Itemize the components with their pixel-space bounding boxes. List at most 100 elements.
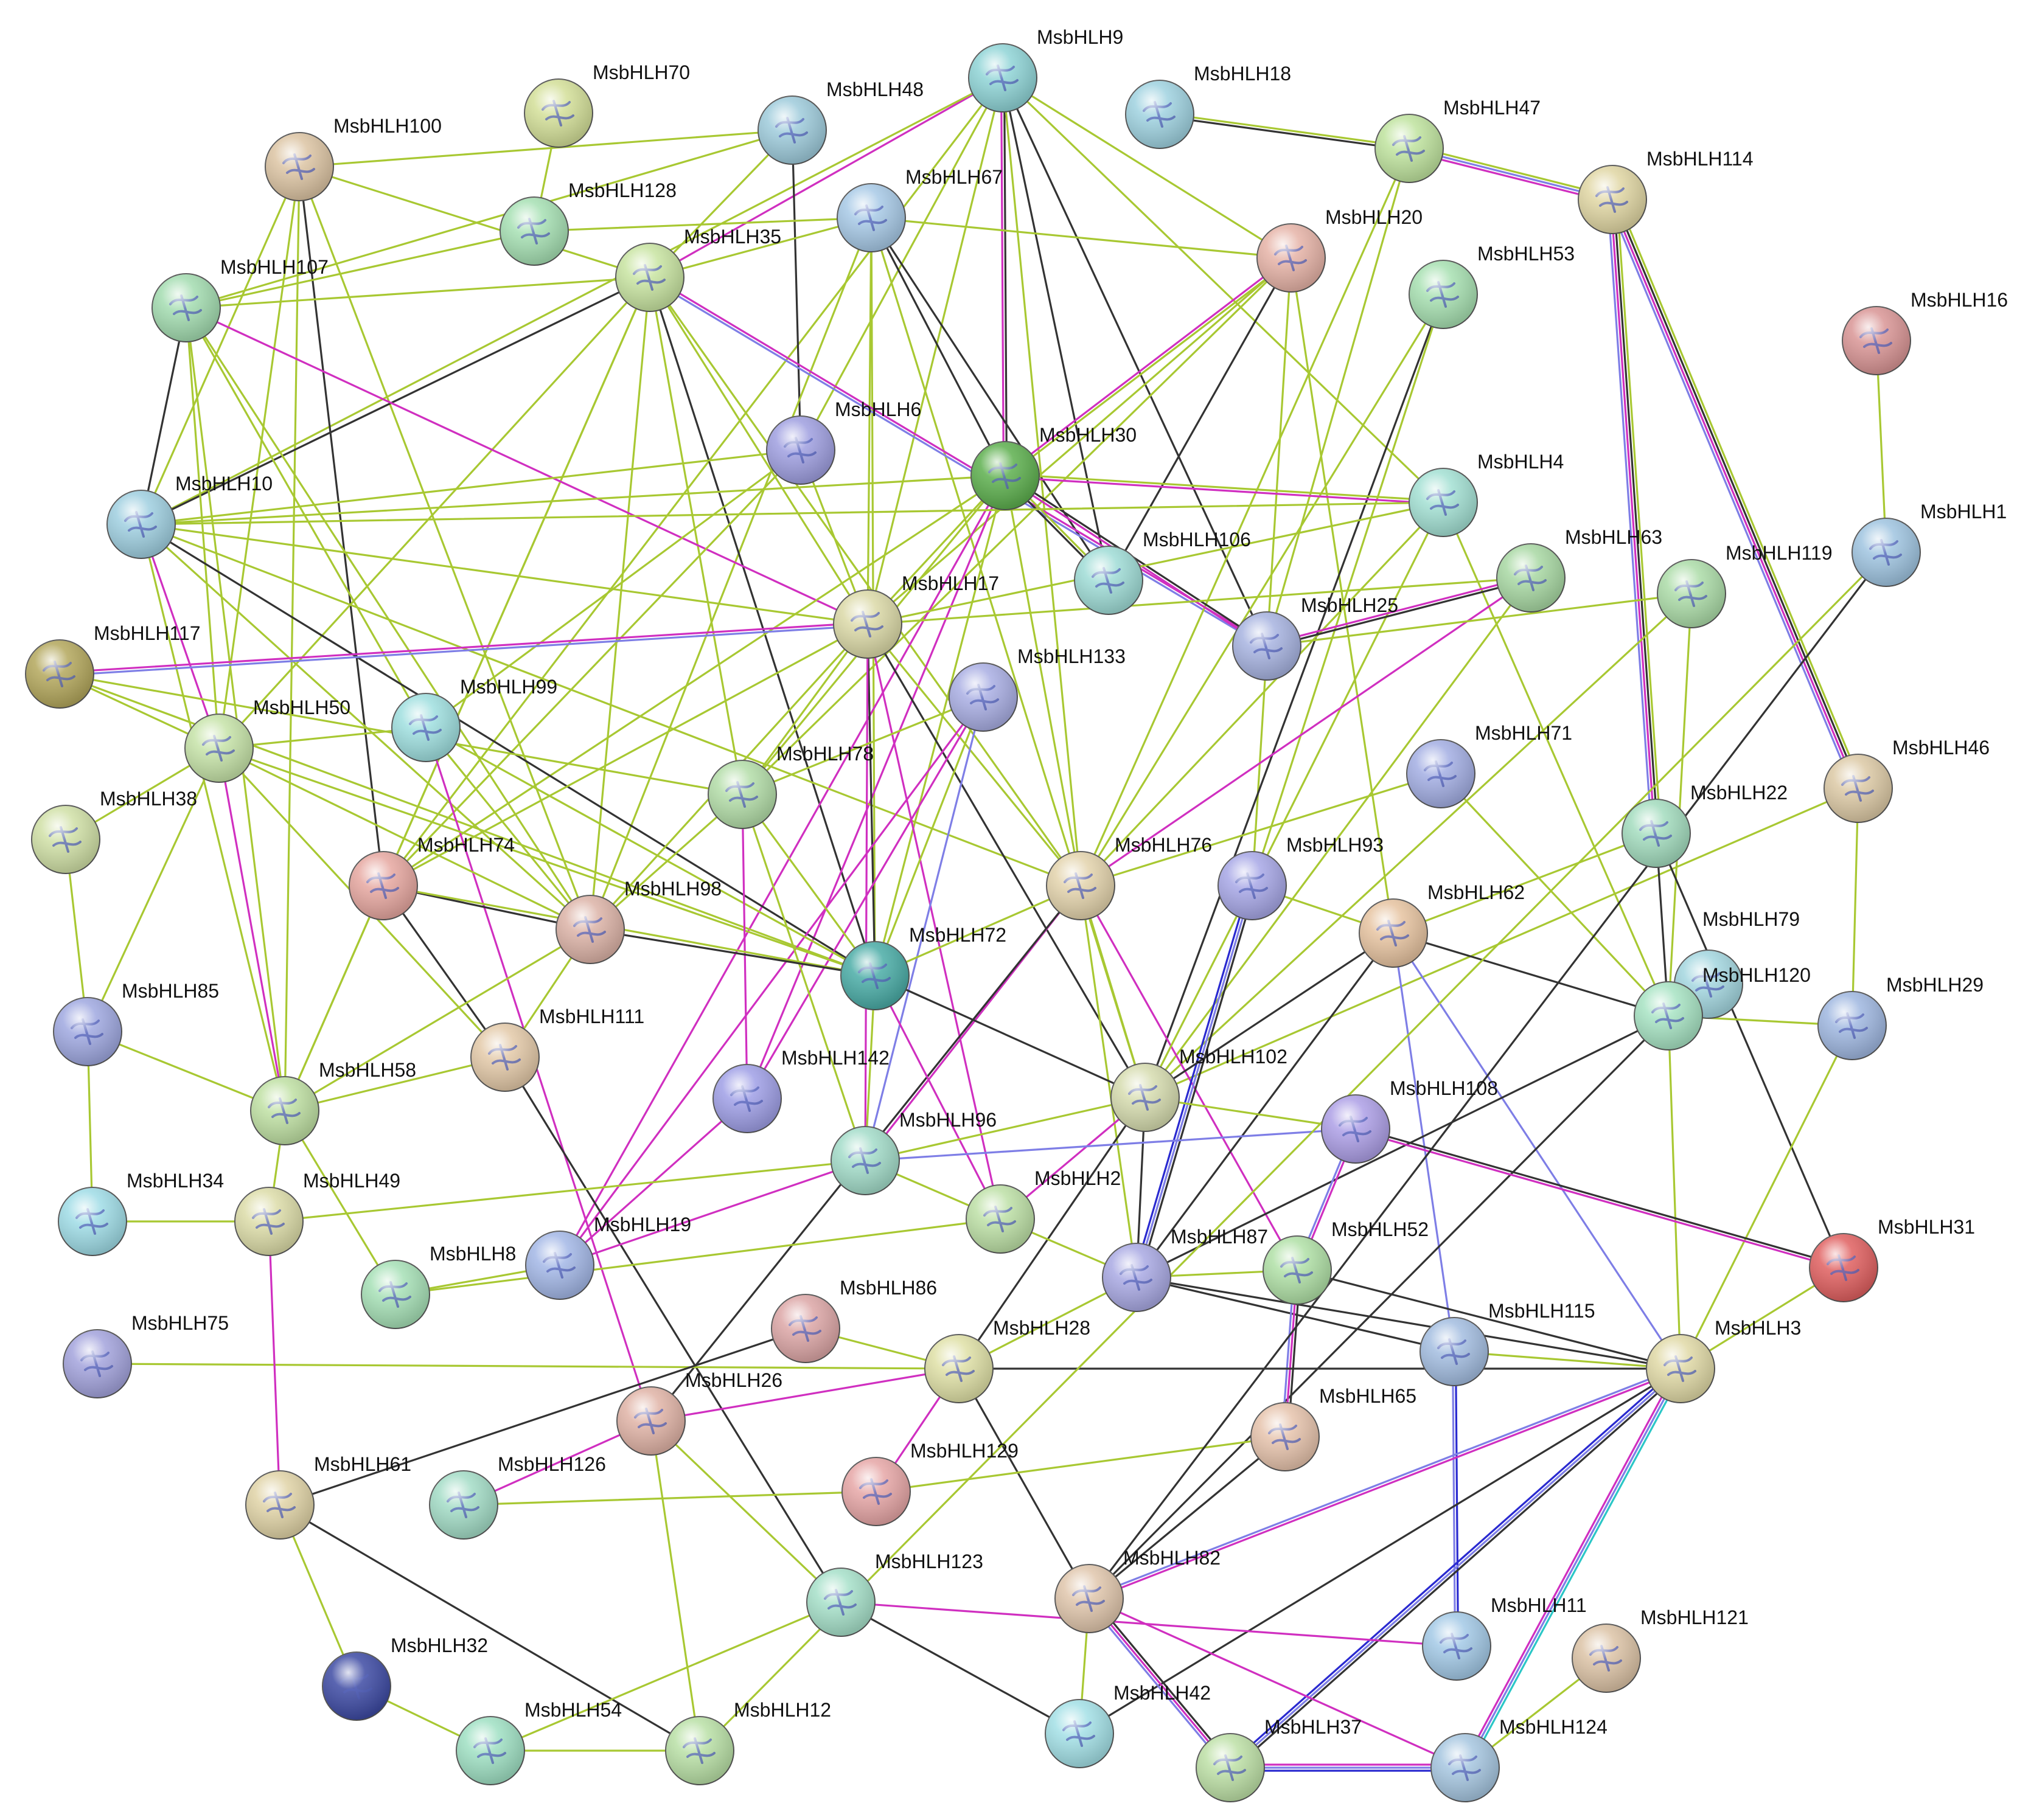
node-msbhlh30[interactable] xyxy=(970,441,1040,510)
edge-MsbHLH67-MsbHLH30 xyxy=(870,217,1006,477)
node-msbhlh70[interactable] xyxy=(524,78,593,148)
edge-MsbHLH35-MsbHLH76 xyxy=(649,276,1082,887)
edge-MsbHLH50-MsbHLH58 xyxy=(218,747,286,1112)
node-msbhlh11[interactable] xyxy=(1422,1611,1491,1681)
node-msbhlh124[interactable] xyxy=(1430,1733,1500,1802)
node-msbhlh6[interactable] xyxy=(766,415,835,485)
node-msbhlh9[interactable] xyxy=(968,43,1037,113)
node-msbhlh17[interactable] xyxy=(833,589,902,659)
node-msbhlh100[interactable] xyxy=(265,132,334,201)
node-msbhlh28[interactable] xyxy=(924,1334,994,1403)
node-msbhlh98[interactable] xyxy=(556,895,625,964)
node-msbhlh129[interactable] xyxy=(841,1457,911,1526)
node-msbhlh46[interactable] xyxy=(1824,754,1893,823)
node-msbhlh25[interactable] xyxy=(1232,611,1301,681)
node-msbhlh62[interactable] xyxy=(1359,898,1428,968)
node-msbhlh4[interactable] xyxy=(1409,468,1478,537)
node-msbhlh31[interactable] xyxy=(1809,1233,1878,1302)
node-msbhlh72[interactable] xyxy=(840,941,910,1010)
node-msbhlh20[interactable] xyxy=(1256,223,1326,293)
node-msbhlh16[interactable] xyxy=(1842,306,1911,375)
edge-MsbHLH120-MsbHLH82 xyxy=(1088,1015,1670,1600)
node-msbhlh74[interactable] xyxy=(349,851,418,920)
edge-line-experimental xyxy=(840,1601,1458,1647)
node-shine xyxy=(1257,224,1325,292)
edge-line-textmining xyxy=(140,523,286,1112)
node-msbhlh126[interactable] xyxy=(429,1470,498,1540)
node-msbhlh12[interactable] xyxy=(665,1716,734,1785)
node-msbhlh42[interactable] xyxy=(1045,1699,1114,1768)
node-msbhlh121[interactable] xyxy=(1572,1624,1641,1693)
node-msbhlh117[interactable] xyxy=(25,639,94,709)
node-msbhlh65[interactable] xyxy=(1250,1402,1320,1471)
node-msbhlh38[interactable] xyxy=(31,805,100,874)
node-msbhlh115[interactable] xyxy=(1420,1317,1489,1386)
node-msbhlh29[interactable] xyxy=(1817,991,1887,1060)
node-msbhlh114[interactable] xyxy=(1578,165,1647,234)
node-msbhlh3[interactable] xyxy=(1646,1334,1715,1403)
node-msbhlh123[interactable] xyxy=(806,1568,876,1637)
node-msbhlh53[interactable] xyxy=(1409,260,1478,329)
node-msbhlh142[interactable] xyxy=(712,1064,782,1133)
edge-line-cooccurrence xyxy=(1132,883,1250,1278)
node-msbhlh78[interactable] xyxy=(708,760,777,829)
node-msbhlh52[interactable] xyxy=(1263,1235,1332,1305)
edge-line-textmining xyxy=(1290,257,1395,934)
node-msbhlh2[interactable] xyxy=(966,1184,1035,1254)
node-msbhlh61[interactable] xyxy=(245,1470,315,1540)
node-msbhlh119[interactable] xyxy=(1657,559,1726,628)
node-msbhlh93[interactable] xyxy=(1218,851,1287,920)
node-msbhlh71[interactable] xyxy=(1406,739,1475,808)
edge-line-experimental xyxy=(1610,199,1858,790)
node-msbhlh107[interactable] xyxy=(152,273,221,342)
edge-line-coexpression xyxy=(1355,1126,1845,1268)
node-msbhlh99[interactable] xyxy=(391,693,461,762)
node-msbhlh54[interactable] xyxy=(456,1716,525,1785)
node-msbhlh10[interactable] xyxy=(106,490,176,559)
node-msbhlh106[interactable] xyxy=(1074,546,1143,615)
node-msbhlh87[interactable] xyxy=(1102,1243,1171,1312)
node-msbhlh1[interactable] xyxy=(1852,518,1921,587)
edge-line-textmining xyxy=(185,230,535,309)
node-shine xyxy=(617,1387,685,1455)
node-msbhlh37[interactable] xyxy=(1196,1733,1265,1802)
node-msbhlh63[interactable] xyxy=(1496,543,1566,613)
edge-line-textmining xyxy=(1440,773,1670,1017)
edge-line-experimental xyxy=(1354,1129,1844,1271)
node-msbhlh86[interactable] xyxy=(771,1294,840,1363)
node-msbhlh26[interactable] xyxy=(616,1386,686,1456)
edge-MsbHLH3-MsbHLH42 xyxy=(1078,1367,1682,1735)
node-msbhlh58[interactable] xyxy=(250,1076,319,1145)
node-label-msbhlh72: MsbHLH72 xyxy=(909,924,1006,946)
node-msbhlh76[interactable] xyxy=(1046,851,1115,920)
edge-MsbHLH4-MsbHLH10 xyxy=(140,501,1444,526)
edge-MsbHLH9-MsbHLH25 xyxy=(1002,77,1268,647)
node-msbhlh48[interactable] xyxy=(758,96,827,165)
edge-line-textmining xyxy=(866,257,1292,625)
node-msbhlh85[interactable] xyxy=(53,997,122,1066)
node-msbhlh32[interactable] xyxy=(322,1652,391,1721)
node-msbhlh75[interactable] xyxy=(63,1329,132,1398)
node-msbhlh34[interactable] xyxy=(58,1187,127,1256)
node-msbhlh67[interactable] xyxy=(837,183,906,252)
node-msbhlh120[interactable] xyxy=(1634,981,1703,1051)
node-msbhlh50[interactable] xyxy=(184,714,254,783)
node-msbhlh35[interactable] xyxy=(615,243,685,312)
edge-line-database xyxy=(1451,1350,1457,1647)
node-msbhlh96[interactable] xyxy=(831,1126,900,1195)
node-msbhlh82[interactable] xyxy=(1054,1564,1124,1633)
node-msbhlh128[interactable] xyxy=(500,196,569,266)
node-msbhlh111[interactable] xyxy=(470,1023,540,1092)
node-msbhlh19[interactable] xyxy=(525,1231,594,1300)
edge-MsbHLH107-MsbHLH50 xyxy=(185,307,220,749)
node-msbhlh47[interactable] xyxy=(1374,114,1444,183)
node-msbhlh22[interactable] xyxy=(1622,799,1691,868)
node-msbhlh18[interactable] xyxy=(1125,80,1194,149)
node-msbhlh102[interactable] xyxy=(1110,1063,1180,1132)
edge-line-textmining xyxy=(140,523,869,625)
node-msbhlh133[interactable] xyxy=(949,662,1018,732)
edge-MsbHLH30-MsbHLH74 xyxy=(382,474,1006,887)
node-msbhlh108[interactable] xyxy=(1321,1094,1390,1164)
node-msbhlh8[interactable] xyxy=(361,1260,430,1329)
node-msbhlh49[interactable] xyxy=(234,1187,304,1256)
